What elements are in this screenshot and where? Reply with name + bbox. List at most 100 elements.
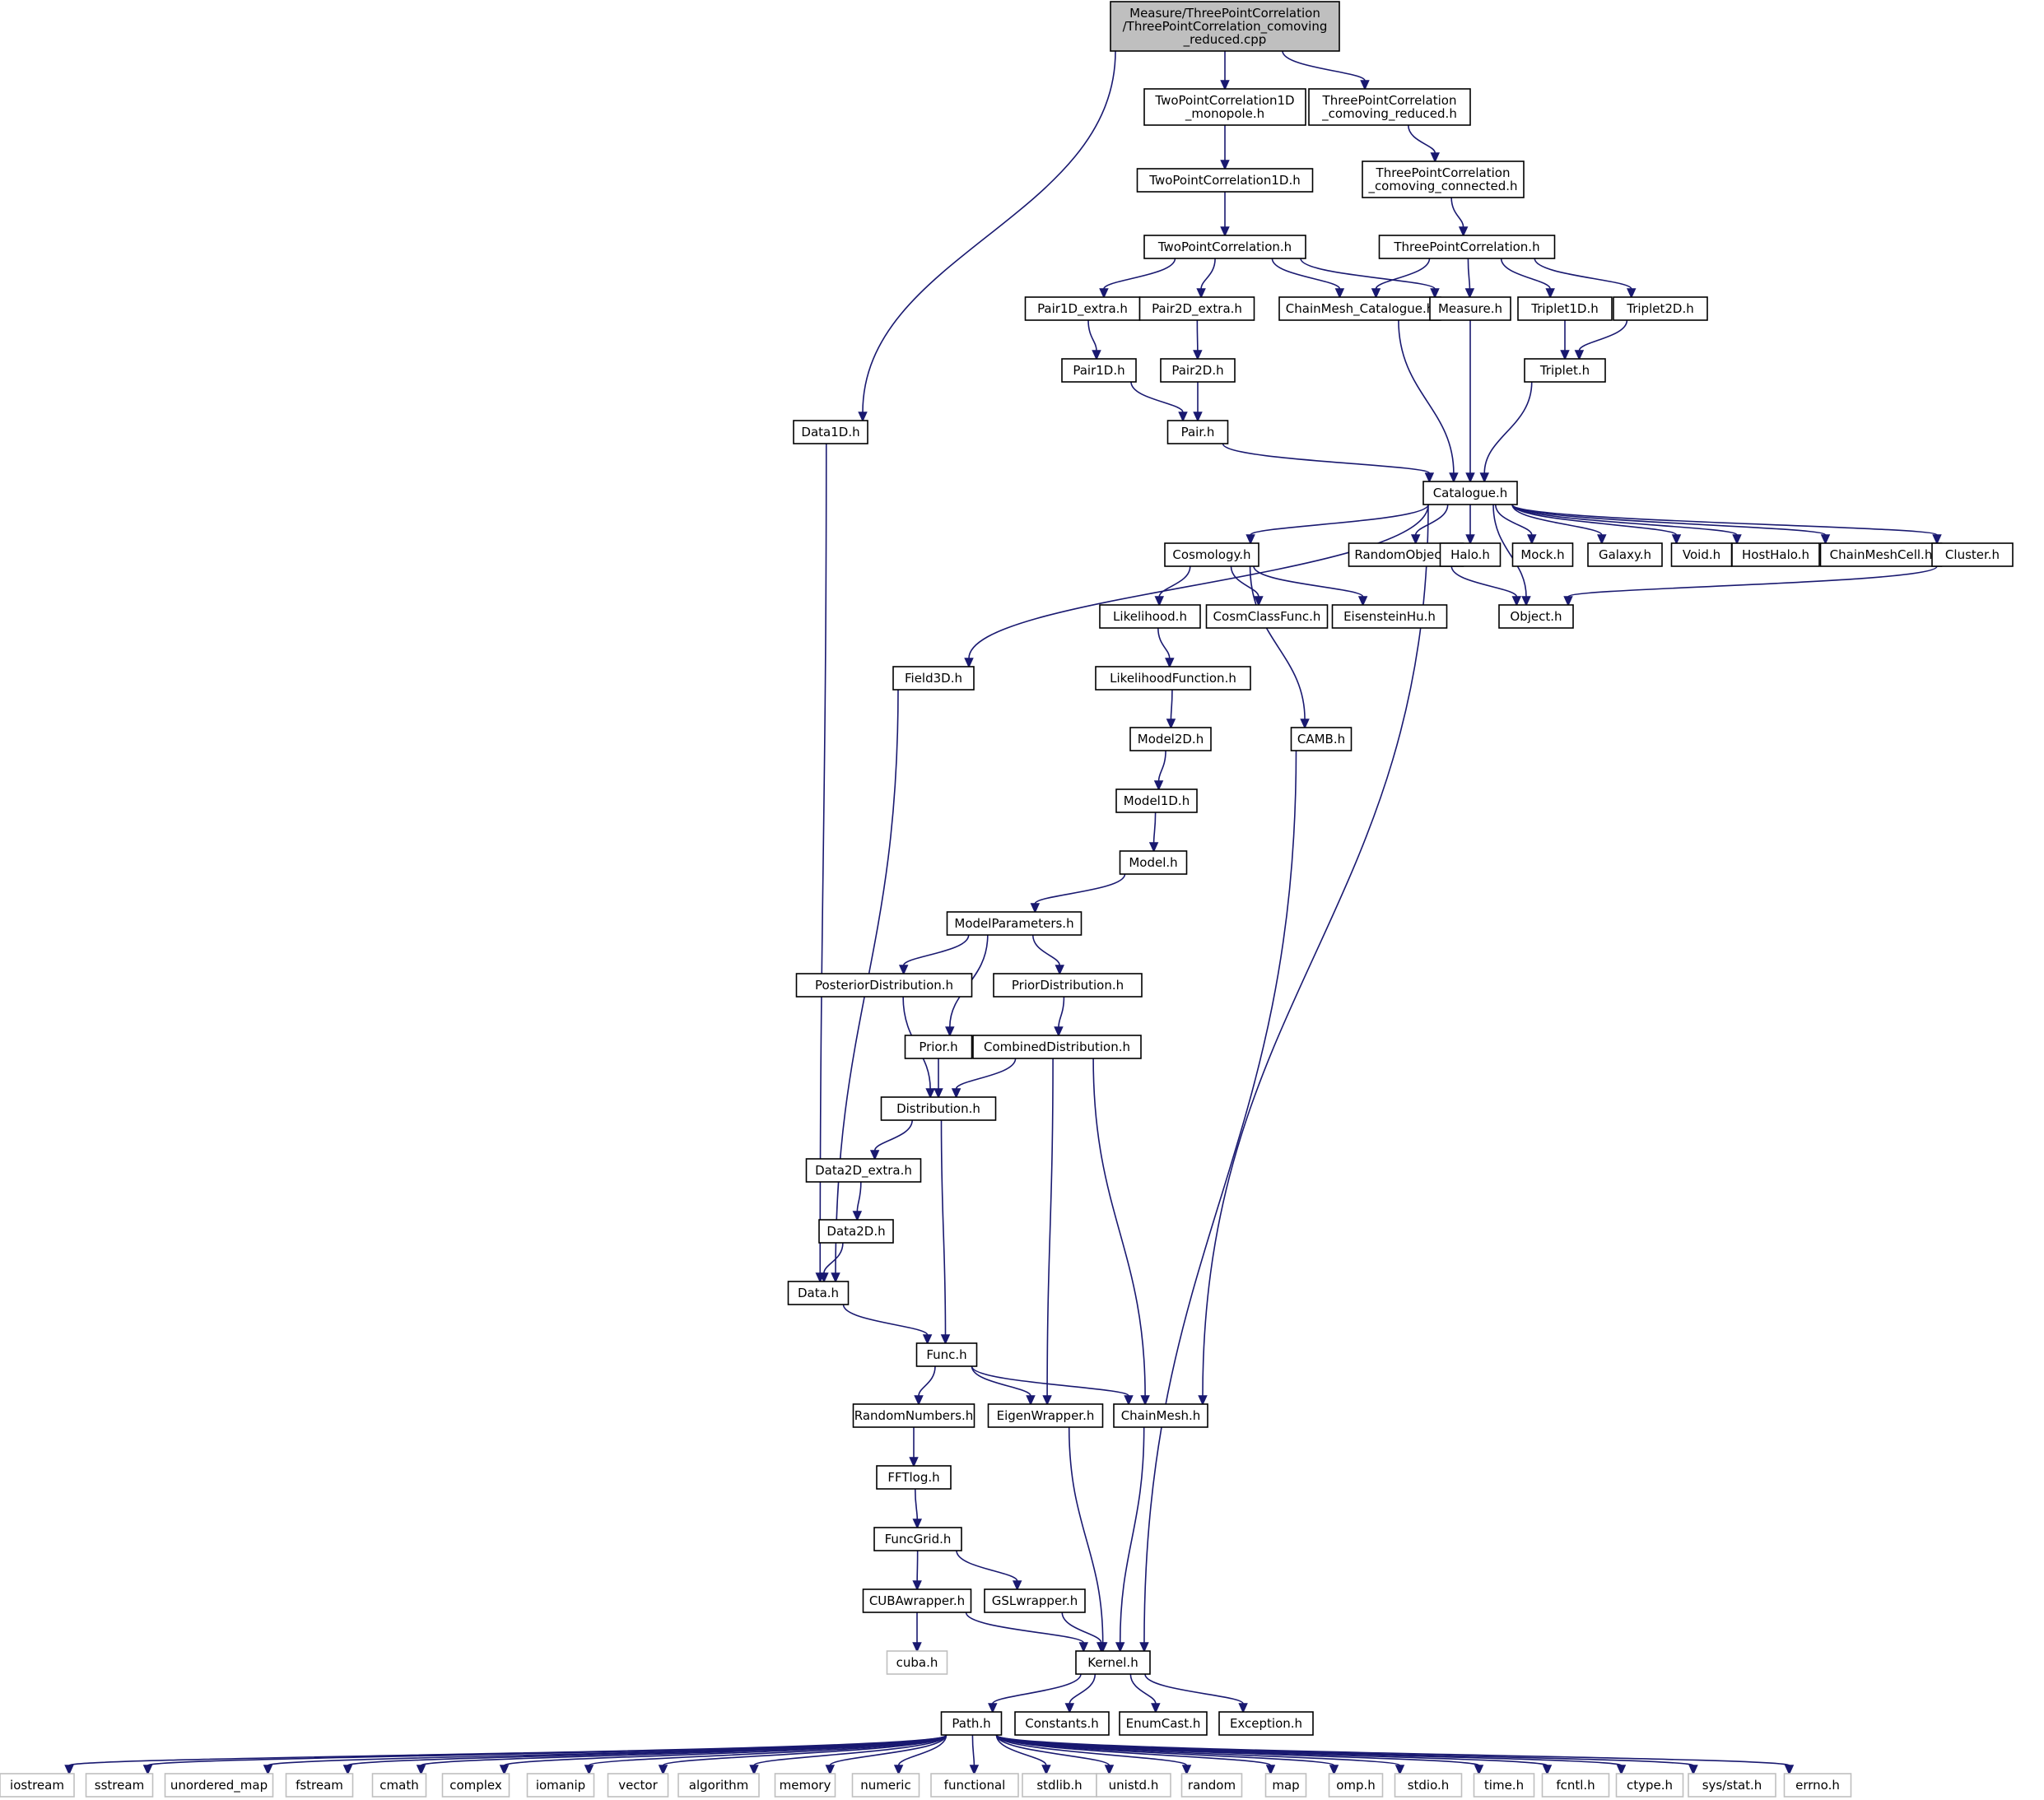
node-chainmesh-catalogue-h[interactable]: ChainMesh_Catalogue.h: [1278, 296, 1441, 321]
node-complex[interactable]: complex: [441, 1773, 510, 1798]
node-pair1d-extra-h[interactable]: Pair1D_extra.h: [1024, 296, 1141, 321]
node-errno-h[interactable]: errno.h: [1783, 1773, 1852, 1798]
node-twopointcorrelation1d-h[interactable]: TwoPointCorrelation1D.h: [1136, 168, 1314, 193]
node-triplet2d-h[interactable]: Triplet2D.h: [1613, 296, 1708, 321]
node-label: Distribution.h: [896, 1101, 980, 1116]
node-time-h[interactable]: time.h: [1473, 1773, 1535, 1798]
node-posteriordistribution-h[interactable]: PosteriorDistribution.h: [795, 973, 973, 998]
node-path-h[interactable]: Path.h: [940, 1711, 1003, 1736]
node-data-h[interactable]: Data.h: [787, 1281, 850, 1305]
node-label: ctype.h: [1627, 1778, 1673, 1793]
edge-line: [1495, 504, 1533, 536]
node-enumcast-h[interactable]: EnumCast.h: [1119, 1711, 1208, 1736]
node-hosthalo-h[interactable]: HostHalo.h: [1731, 542, 1820, 567]
node-model2d-h[interactable]: Model2D.h: [1129, 727, 1212, 751]
node-priordistribution-h[interactable]: PriorDistribution.h: [993, 973, 1143, 998]
node-threepointcorrelation-comoving-connected-h[interactable]: ThreePointCorrelation_comoving_connected…: [1362, 160, 1525, 198]
edge-line: [1143, 750, 1297, 1644]
node-pair2d-extra-h[interactable]: Pair2D_extra.h: [1138, 296, 1255, 321]
node-label: sys/stat.h: [1702, 1778, 1762, 1793]
node-model1d-h[interactable]: Model1D.h: [1115, 788, 1198, 813]
node-fcntl-h[interactable]: fcntl.h: [1541, 1773, 1610, 1798]
node-memory[interactable]: memory: [774, 1773, 836, 1798]
node-numeric[interactable]: numeric: [851, 1773, 920, 1798]
node-distribution-h[interactable]: Distribution.h: [880, 1096, 997, 1121]
edge-line: [1144, 1673, 1244, 1705]
node-iomanip[interactable]: iomanip: [526, 1773, 595, 1798]
node-data2d-extra-h[interactable]: Data2D_extra.h: [805, 1158, 922, 1183]
node-sstream[interactable]: sstream: [85, 1773, 154, 1798]
node-chainmeshcell-h[interactable]: ChainMeshCell.h: [1819, 542, 1943, 567]
node-cubawrapper-h[interactable]: CUBAwrapper.h: [862, 1588, 972, 1613]
node-constants-h[interactable]: Constants.h: [1014, 1711, 1110, 1736]
node-cmath[interactable]: cmath: [371, 1773, 427, 1798]
node-void-h[interactable]: Void.h: [1670, 542, 1733, 567]
node-data1d-h[interactable]: Data1D.h: [793, 420, 868, 444]
node-mock-h[interactable]: Mock.h: [1511, 542, 1574, 567]
node-cosmclassfunc-h[interactable]: CosmClassFunc.h: [1205, 604, 1329, 629]
node-funcgrid-h[interactable]: FuncGrid.h: [873, 1527, 962, 1551]
node-cosmology-h[interactable]: Cosmology.h: [1164, 542, 1259, 567]
node-map[interactable]: map: [1264, 1773, 1307, 1798]
node-camb-h[interactable]: CAMB.h: [1290, 727, 1353, 751]
node-likelihoodfunction-h[interactable]: LikelihoodFunction.h: [1095, 666, 1251, 691]
node-iostream[interactable]: iostream: [0, 1773, 75, 1798]
node-stdlib-h[interactable]: stdlib.h: [1022, 1773, 1097, 1798]
node-unistd-h[interactable]: unistd.h: [1096, 1773, 1171, 1798]
node-eigenwrapper-h[interactable]: EigenWrapper.h: [987, 1403, 1104, 1428]
node-fftlog-h[interactable]: FFTlog.h: [876, 1465, 952, 1490]
node-halo-h[interactable]: Halo.h: [1439, 542, 1502, 567]
node-cuba-h[interactable]: cuba.h: [886, 1650, 948, 1675]
node-box: [1670, 542, 1733, 567]
node-sys-stat-h[interactable]: sys/stat.h: [1688, 1773, 1776, 1798]
edge-arrowhead: [1165, 658, 1175, 668]
node-measure-threepointcorrelation-threepointcorrelation-comoving-reduced-cpp[interactable]: Measure/ThreePointCorrelation/ThreePoint…: [1110, 1, 1340, 52]
node-pair2d-h[interactable]: Pair2D.h: [1160, 358, 1236, 383]
node-kernel-h[interactable]: Kernel.h: [1075, 1650, 1151, 1675]
node-field3d-h[interactable]: Field3D.h: [892, 666, 975, 691]
node-fstream[interactable]: fstream: [285, 1773, 354, 1798]
edge-randomnumbers-to-fftlog: [909, 1427, 919, 1467]
node-twopointcorrelation1d-monopole-h[interactable]: TwoPointCorrelation1D_monopole.h: [1143, 88, 1306, 126]
node-func-h[interactable]: Func.h: [915, 1342, 978, 1367]
edge-arrowhead: [1265, 1765, 1276, 1775]
node-random[interactable]: random: [1180, 1773, 1243, 1798]
node-randomnumbers-h[interactable]: RandomNumbers.h: [852, 1403, 975, 1428]
node-omp-h[interactable]: omp.h: [1328, 1773, 1384, 1798]
node-label: _reduced.cpp: [1183, 32, 1267, 48]
node-likelihood-h[interactable]: Likelihood.h: [1099, 604, 1201, 629]
node-threepointcorrelation-h[interactable]: ThreePointCorrelation.h: [1378, 235, 1556, 259]
node-catalogue-h[interactable]: Catalogue.h: [1422, 481, 1518, 505]
node-box: [1160, 358, 1236, 383]
node-galaxy-h[interactable]: Galaxy.h: [1587, 542, 1663, 567]
node-measure-h[interactable]: Measure.h: [1429, 296, 1511, 321]
node-algorithm[interactable]: algorithm: [677, 1773, 760, 1798]
node-eisensteinhu-h[interactable]: EisensteinHu.h: [1331, 604, 1448, 629]
node-unordered-map[interactable]: unordered_map: [164, 1773, 274, 1798]
node-functional[interactable]: functional: [930, 1773, 1019, 1798]
node-box: [972, 1035, 1142, 1059]
node-twopointcorrelation-h[interactable]: TwoPointCorrelation.h: [1143, 235, 1306, 259]
node-pair-h[interactable]: Pair.h: [1166, 420, 1229, 444]
node-chainmesh-h[interactable]: ChainMesh.h: [1113, 1403, 1208, 1428]
edge-arrowhead: [1153, 780, 1164, 791]
node-exception-h[interactable]: Exception.h: [1218, 1711, 1314, 1736]
node-data2d-h[interactable]: Data2D.h: [818, 1219, 894, 1244]
node-model-h[interactable]: Model.h: [1119, 850, 1188, 875]
edge-line: [995, 1734, 1790, 1766]
node-gslwrapper-h[interactable]: GSLwrapper.h: [984, 1588, 1086, 1613]
node-ctype-h[interactable]: ctype.h: [1615, 1773, 1684, 1798]
node-prior-h[interactable]: Prior.h: [904, 1035, 973, 1059]
node-object-h[interactable]: Object.h: [1498, 604, 1574, 629]
node-cluster-h[interactable]: Cluster.h: [1931, 542, 2014, 567]
node-box: [880, 1096, 997, 1121]
node-triplet1d-h[interactable]: Triplet1D.h: [1517, 296, 1613, 321]
node-threepointcorrelation-comoving-reduced-h[interactable]: ThreePointCorrelation_comoving_reduced.h: [1308, 88, 1471, 126]
node-box: [1587, 542, 1663, 567]
node-triplet-h[interactable]: Triplet.h: [1524, 358, 1606, 383]
node-combineddistribution-h[interactable]: CombinedDistribution.h: [972, 1035, 1142, 1059]
node-modelparameters-h[interactable]: ModelParameters.h: [946, 911, 1083, 936]
node-pair1d-h[interactable]: Pair1D.h: [1061, 358, 1137, 383]
node-vector[interactable]: vector: [607, 1773, 669, 1798]
node-stdio-h[interactable]: stdio.h: [1394, 1773, 1463, 1798]
